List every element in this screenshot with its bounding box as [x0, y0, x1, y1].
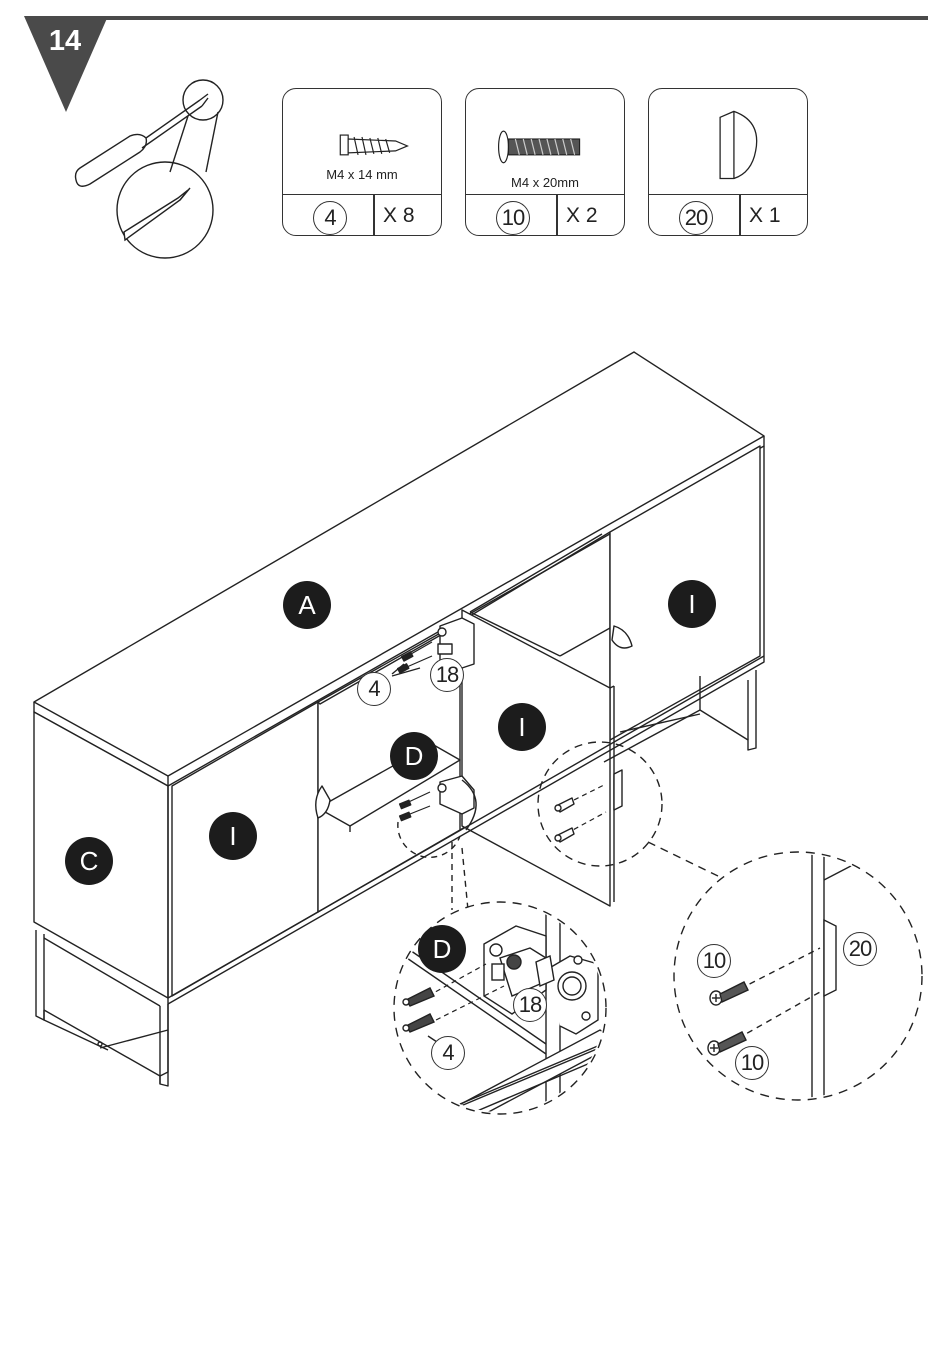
panel-label-top: A: [283, 581, 331, 629]
callout-hinge-main: 18: [430, 658, 464, 692]
callout-detail-screw: 4: [431, 1036, 465, 1070]
callout-detail-handle: 20: [843, 932, 877, 966]
callout-screw-main: 4: [357, 672, 391, 706]
panel-label-shelf-detail: D: [418, 925, 466, 973]
panel-label-shelf: D: [390, 732, 438, 780]
panel-label-door-left: I: [209, 812, 257, 860]
callout-detail-hinge: 18: [513, 988, 547, 1022]
callout-detail-bolt-upper: 10: [697, 944, 731, 978]
panel-label-side: C: [65, 837, 113, 885]
panel-label-door-middle: I: [498, 703, 546, 751]
callout-detail-bolt-lower: 10: [735, 1046, 769, 1080]
panel-label-door-right: I: [668, 580, 716, 628]
